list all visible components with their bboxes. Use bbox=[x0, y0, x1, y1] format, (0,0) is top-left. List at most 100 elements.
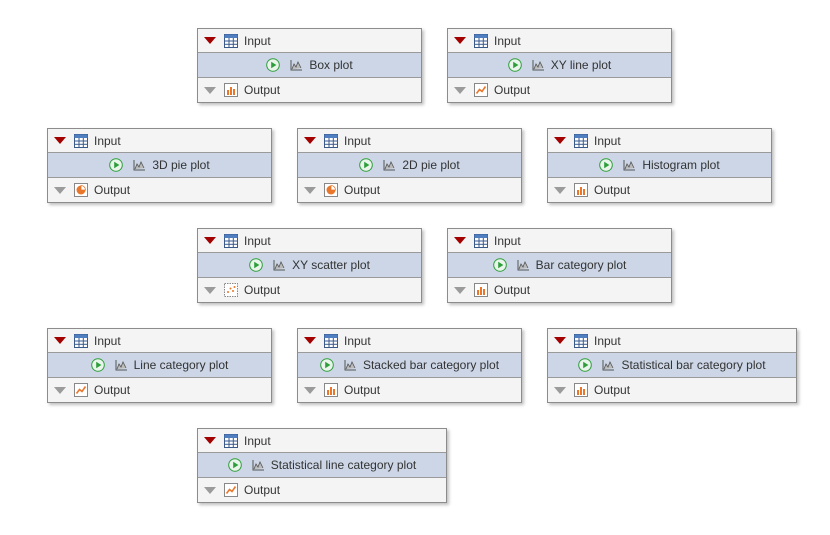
table-icon bbox=[224, 233, 238, 248]
input-port-row[interactable]: Input bbox=[198, 229, 421, 253]
collapse-triangle-icon[interactable] bbox=[304, 337, 316, 344]
node-title: Stacked bar category plot bbox=[362, 358, 500, 372]
node-title-band[interactable]: Statistical line category plot bbox=[198, 453, 446, 478]
output-port-row[interactable]: Output bbox=[48, 178, 271, 202]
node-histogram-plot[interactable]: Input Histogram plot Output bbox=[547, 128, 772, 203]
output-label: Output bbox=[594, 183, 631, 197]
collapse-triangle-icon[interactable] bbox=[304, 137, 316, 144]
input-port-row[interactable]: Input bbox=[548, 129, 771, 153]
node-title-band[interactable]: 2D pie plot bbox=[298, 153, 521, 178]
node-bar-category-plot[interactable]: Input Bar category plot Output bbox=[447, 228, 672, 303]
node-stacked-bar-category-plot[interactable]: Input Stacked bar category plot Output bbox=[297, 328, 522, 403]
collapse-triangle-icon[interactable] bbox=[54, 186, 66, 194]
table-icon bbox=[574, 333, 588, 348]
collapse-triangle-icon[interactable] bbox=[54, 137, 66, 144]
input-port-row[interactable]: Input bbox=[48, 329, 271, 353]
collapse-triangle-icon[interactable] bbox=[204, 286, 216, 294]
input-port-row[interactable]: Input bbox=[48, 129, 271, 153]
collapse-triangle-icon[interactable] bbox=[304, 186, 316, 194]
collapse-triangle-icon[interactable] bbox=[554, 337, 566, 344]
output-port-row[interactable]: Output bbox=[298, 378, 521, 402]
node-box-plot[interactable]: Input Box plot Output bbox=[197, 28, 422, 103]
node-line-category-plot[interactable]: Input Line category plot Output bbox=[47, 328, 272, 403]
input-port-row[interactable]: Input bbox=[298, 329, 521, 353]
run-icon[interactable] bbox=[90, 358, 105, 372]
output-port-row[interactable]: Output bbox=[198, 78, 421, 102]
run-icon[interactable] bbox=[359, 158, 374, 172]
line-chart-icon bbox=[74, 383, 88, 397]
output-label: Output bbox=[494, 283, 531, 297]
collapse-triangle-icon[interactable] bbox=[554, 386, 566, 394]
node-title-band[interactable]: 3D pie plot bbox=[48, 153, 271, 178]
plot-icon bbox=[623, 159, 636, 171]
node-title-band[interactable]: Histogram plot bbox=[548, 153, 771, 178]
run-icon[interactable] bbox=[599, 158, 614, 172]
table-icon bbox=[574, 133, 588, 148]
output-port-row[interactable]: Output bbox=[298, 178, 521, 202]
bar-chart-icon bbox=[474, 283, 488, 297]
collapse-triangle-icon[interactable] bbox=[554, 186, 566, 194]
node-statistical-bar-category-plot[interactable]: Input Statistical bar category plot Outp… bbox=[547, 328, 797, 403]
node-title-band[interactable]: Box plot bbox=[198, 53, 421, 78]
input-port-row[interactable]: Input bbox=[198, 429, 446, 453]
collapse-triangle-icon[interactable] bbox=[304, 386, 316, 394]
collapse-triangle-icon[interactable] bbox=[204, 37, 216, 44]
output-label: Output bbox=[494, 83, 531, 97]
bar-chart-icon bbox=[224, 83, 238, 97]
table-icon bbox=[474, 33, 488, 48]
collapse-triangle-icon[interactable] bbox=[204, 237, 216, 244]
node-title-band[interactable]: XY line plot bbox=[448, 53, 671, 78]
table-icon bbox=[324, 133, 338, 148]
run-icon[interactable] bbox=[507, 58, 522, 72]
run-icon[interactable] bbox=[227, 458, 242, 472]
plot-icon bbox=[115, 359, 128, 371]
collapse-triangle-icon[interactable] bbox=[204, 86, 216, 94]
input-port-row[interactable]: Input bbox=[298, 129, 521, 153]
run-icon[interactable] bbox=[578, 358, 593, 372]
collapse-triangle-icon[interactable] bbox=[454, 86, 466, 94]
collapse-triangle-icon[interactable] bbox=[454, 237, 466, 244]
node-xy-line-plot[interactable]: Input XY line plot Output bbox=[447, 28, 672, 103]
collapse-triangle-icon[interactable] bbox=[54, 337, 66, 344]
output-port-row[interactable]: Output bbox=[548, 378, 796, 402]
table-icon bbox=[224, 433, 238, 448]
line-chart-icon bbox=[474, 83, 488, 97]
input-port-row[interactable]: Input bbox=[198, 29, 421, 53]
plot-icon bbox=[273, 259, 286, 271]
node-title-band[interactable]: XY scatter plot bbox=[198, 253, 421, 278]
node-title-band[interactable]: Stacked bar category plot bbox=[298, 353, 521, 378]
output-port-row[interactable]: Output bbox=[548, 178, 771, 202]
node-title-band[interactable]: Statistical bar category plot bbox=[548, 353, 796, 378]
run-icon[interactable] bbox=[492, 258, 507, 272]
output-port-row[interactable]: Output bbox=[448, 78, 671, 102]
collapse-triangle-icon[interactable] bbox=[454, 37, 466, 44]
node-3d-pie-plot[interactable]: Input 3D pie plot Output bbox=[47, 128, 272, 203]
input-port-row[interactable]: Input bbox=[448, 229, 671, 253]
input-port-row[interactable]: Input bbox=[448, 29, 671, 53]
node-statistical-line-category-plot[interactable]: Input Statistical line category plot Out… bbox=[197, 428, 447, 503]
collapse-triangle-icon[interactable] bbox=[204, 437, 216, 444]
output-port-row[interactable]: Output bbox=[198, 478, 446, 502]
plot-icon bbox=[602, 359, 615, 371]
bar-chart-icon bbox=[574, 183, 588, 197]
node-title-band[interactable]: Bar category plot bbox=[448, 253, 671, 278]
table-icon bbox=[74, 133, 88, 148]
output-label: Output bbox=[244, 83, 281, 97]
output-port-row[interactable]: Output bbox=[198, 278, 421, 302]
node-xy-scatter-plot[interactable]: Input XY scatter plot Output bbox=[197, 228, 422, 303]
input-port-row[interactable]: Input bbox=[548, 329, 796, 353]
run-icon[interactable] bbox=[249, 258, 263, 272]
run-icon[interactable] bbox=[109, 158, 124, 172]
run-icon[interactable] bbox=[320, 358, 334, 372]
output-port-row[interactable]: Output bbox=[48, 378, 271, 402]
collapse-triangle-icon[interactable] bbox=[54, 386, 66, 394]
node-title-band[interactable]: Line category plot bbox=[48, 353, 271, 378]
plot-icon bbox=[517, 259, 530, 271]
node-2d-pie-plot[interactable]: Input 2D pie plot Output bbox=[297, 128, 522, 203]
collapse-triangle-icon[interactable] bbox=[454, 286, 466, 294]
run-icon[interactable] bbox=[266, 58, 281, 72]
collapse-triangle-icon[interactable] bbox=[204, 486, 216, 494]
output-port-row[interactable]: Output bbox=[448, 278, 671, 302]
collapse-triangle-icon[interactable] bbox=[554, 137, 566, 144]
